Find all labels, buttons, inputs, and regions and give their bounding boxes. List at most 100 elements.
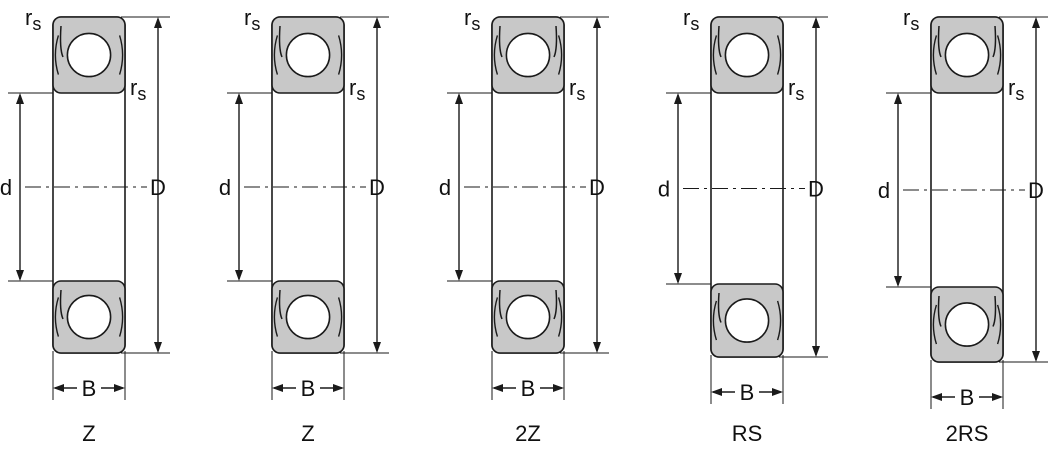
bearing-2-bottom-ball xyxy=(505,294,551,340)
bearing-3-d-dim-arrow-top xyxy=(674,93,682,104)
bearing-3-D-label: D xyxy=(808,177,824,202)
bearing-0-top-raceway-left xyxy=(54,35,60,75)
bearing-1-B-arrow-right xyxy=(333,384,344,392)
bearing-2-D-dim-arrow-top xyxy=(593,17,601,28)
bearing-0-rs-label-top: rs xyxy=(25,5,41,34)
bearing-4-D-dim-arrow-bottom xyxy=(1032,351,1040,362)
bearing-4-B-arrow-left xyxy=(931,393,942,401)
bearing-2-D-label: D xyxy=(589,175,605,200)
bearing-0-bottom-ball xyxy=(66,294,112,340)
bearing-3-B-arrow-left xyxy=(711,388,722,396)
bearing-3-top-ball xyxy=(724,32,770,78)
bearing-2-B-arrow-right xyxy=(553,384,564,392)
bearing-1-rs-label-side: rs xyxy=(349,75,365,104)
bearing-3-top-raceway-right xyxy=(776,35,782,75)
bearing-1-bottom-ball xyxy=(285,294,331,340)
bearing-1-rs-label-top: rs xyxy=(244,5,260,34)
bearing-1-bottom-raceway-right xyxy=(337,297,343,337)
bearing-1-B-label: B xyxy=(301,376,316,401)
bearing-4-bottom-shield-right xyxy=(992,295,997,327)
bearing-1-top-ball xyxy=(285,32,331,78)
bearing-2-top-ball xyxy=(505,32,551,78)
bearing-0-d-dim-arrow-bottom xyxy=(16,270,24,281)
bearing-0-D-dim-arrow-top xyxy=(154,17,162,28)
bearing-2-bottom-raceway-right xyxy=(557,297,563,337)
bearing-3-top-shield-left xyxy=(717,25,722,58)
bearing-2-B-label: B xyxy=(521,376,536,401)
bearing-3-rs-label-top: rs xyxy=(683,5,699,34)
bearing-0-top-ball xyxy=(66,32,112,78)
bearing-2-bottom-shield-right xyxy=(553,289,558,320)
bearing-2-D-dim-arrow-bottom xyxy=(593,342,601,353)
bearing-1-d-label: d xyxy=(219,175,231,200)
bearing-3-rs-label-side: rs xyxy=(788,75,804,104)
bearing-1-D-dim-arrow-top xyxy=(373,17,381,28)
bearing-4-d-dim-arrow-top xyxy=(894,93,902,104)
bearing-0-B-arrow-right xyxy=(114,384,125,392)
bearing-4-top-raceway-left xyxy=(932,35,938,75)
bearing-4-bottom-shield-left xyxy=(937,295,942,327)
bearing-4-bottom-ball xyxy=(944,302,990,347)
bearing-2-top-raceway-right xyxy=(557,35,563,75)
bearing-4-d-dim-arrow-bottom xyxy=(894,276,902,287)
bearing-1-type-label: Z xyxy=(301,421,314,446)
bearing-2-d-label: d xyxy=(439,175,451,200)
bearing-4-rs-label-side: rs xyxy=(1008,75,1024,104)
bearing-3: d Drs rsB RS xyxy=(658,5,828,446)
bearing-1-top-raceway-right xyxy=(337,35,343,75)
bearing-3-d-label: d xyxy=(658,177,670,202)
bearing-0-D-label: D xyxy=(150,175,166,200)
bearing-0-type-label: Z xyxy=(82,421,95,446)
bearing-2-bottom-raceway-left xyxy=(493,297,499,337)
bearing-3-D-dim-arrow-top xyxy=(812,17,820,28)
bearing-4-top-shield-left xyxy=(937,25,942,58)
bearing-1-d-dim-arrow-top xyxy=(235,93,243,104)
bearing-0-bottom-shield-left xyxy=(59,289,64,320)
bearing-4-type-label: 2RS xyxy=(946,421,989,446)
bearing-0-D-dim-arrow-bottom xyxy=(154,342,162,353)
bearing-1-bottom-shield-left xyxy=(278,289,283,320)
bearing-4-top-ball xyxy=(944,32,990,78)
bearing-2-type-label: 2Z xyxy=(515,421,541,446)
bearing-1-top-shield-left xyxy=(278,25,283,58)
bearing-3-d-dim-arrow-bottom xyxy=(674,273,682,284)
bearing-4-bottom-raceway-right xyxy=(996,304,1002,345)
bearing-1-D-label: D xyxy=(369,175,385,200)
bearing-0-top-shield-left xyxy=(59,25,64,58)
bearing-4-B-label: B xyxy=(960,385,975,410)
bearing-4-bottom-raceway-left xyxy=(932,304,938,345)
bearing-3-bottom-raceway-right xyxy=(776,300,782,341)
bearing-2-top-shield-left xyxy=(498,25,503,58)
bearing-4-top-raceway-right xyxy=(996,35,1002,75)
bearing-4-D-label: D xyxy=(1028,178,1044,203)
bearing-2-bottom-shield-left xyxy=(498,289,503,320)
bearing-0-B-label: B xyxy=(82,376,97,401)
bearing-1-d-dim-arrow-bottom xyxy=(235,270,243,281)
bearing-3-D-dim-arrow-bottom xyxy=(812,346,820,357)
bearing-3-top-raceway-left xyxy=(712,35,718,75)
bearing-4-top-shield-right xyxy=(992,25,997,58)
bearing-3-B-label: B xyxy=(740,380,755,405)
bearing-2-rs-label-side: rs xyxy=(569,75,585,104)
bearing-3-bottom-ball xyxy=(724,298,770,343)
bearing-0-B-arrow-left xyxy=(53,384,64,392)
bearing-4-D-dim-arrow-top xyxy=(1032,17,1040,28)
bearing-3-type-label: RS xyxy=(732,421,763,446)
bearing-4-d-label: d xyxy=(878,178,890,203)
bearing-4-B-arrow-right xyxy=(992,393,1003,401)
bearing-2-top-raceway-left xyxy=(493,35,499,75)
bearing-0-rs-label-side: rs xyxy=(130,75,146,104)
bearing-0-d-dim-arrow-top xyxy=(16,93,24,104)
bearing-2-d-dim-arrow-top xyxy=(455,93,463,104)
bearing-0-bottom-raceway-right xyxy=(118,297,124,337)
bearing-1-D-dim-arrow-bottom xyxy=(373,342,381,353)
bearing-1-top-raceway-left xyxy=(273,35,279,75)
bearing-2-d-dim-arrow-bottom xyxy=(455,270,463,281)
bearing-2-top-shield-right xyxy=(553,25,558,58)
bearing-1-B-arrow-left xyxy=(272,384,283,392)
